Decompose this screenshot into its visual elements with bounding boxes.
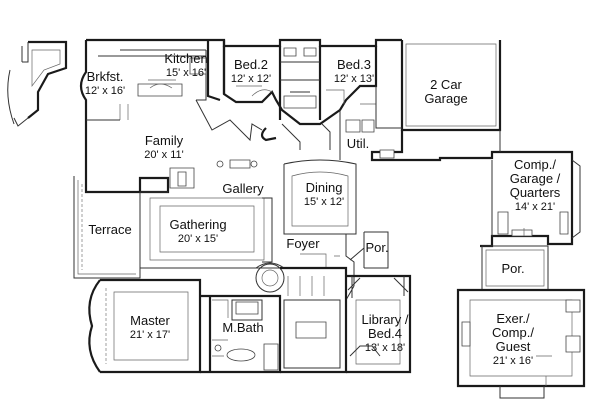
room-dining: Dining 15' x 12' <box>304 181 344 209</box>
detached-pavilion <box>7 40 68 127</box>
room-library: Library / Bed.4 13' x 18' <box>350 313 420 355</box>
room-size: 20' x 15' <box>177 233 219 245</box>
room-name: Exer./ Comp./ Guest <box>492 311 534 354</box>
room-guest: Exer./ Comp./ Guest 21' x 16' <box>476 312 550 368</box>
gathering-interior <box>139 191 300 269</box>
room-name: Por. <box>501 261 525 276</box>
bedrooms-wing <box>222 46 378 150</box>
room-name: Brkfst. <box>86 69 124 84</box>
room-name: Gathering <box>169 217 227 232</box>
room-name: Family <box>144 133 184 148</box>
room-name: Comp./ Garage / Quarters <box>509 157 561 200</box>
utility-area <box>339 86 402 160</box>
dining-interior <box>283 159 357 235</box>
room-name: Master <box>130 313 170 328</box>
room-kitchen: Kitchen 15' x 16' <box>164 52 207 80</box>
room-gallery: Gallery <box>222 182 263 196</box>
room-name: M.Bath <box>222 320 264 335</box>
room-size: 12' x 12' <box>230 73 272 85</box>
room-bed3: Bed.3 12' x 13' <box>334 58 374 86</box>
room-name: Bed.2 <box>234 57 268 72</box>
room-family: Family 20' x 11' <box>144 134 183 162</box>
room-size: 12' x 13' <box>333 73 375 85</box>
room-porch-guest: Por. <box>501 262 524 276</box>
room-name: Foyer <box>286 236 320 251</box>
room-name: Util. <box>346 136 370 151</box>
guest-wing <box>456 245 586 399</box>
library-interior <box>346 274 412 374</box>
room-name: Terrace <box>88 222 132 237</box>
family-interior <box>86 99 263 189</box>
room-size: 12' x 16' <box>84 85 126 97</box>
room-gathering: Gathering 20' x 15' <box>169 218 226 246</box>
master-wing <box>88 278 202 374</box>
room-name: Kitchen <box>164 51 208 66</box>
room-size: 15' x 16' <box>165 67 207 79</box>
room-size: 15' x 12' <box>303 196 345 208</box>
room-size: 21' x 17' <box>129 329 171 341</box>
room-size: 21' x 16' <box>492 355 534 367</box>
room-bed2: Bed.2 12' x 12' <box>231 58 271 86</box>
room-foyer: Foyer <box>286 237 319 251</box>
room-master: Master 21' x 17' <box>130 314 170 342</box>
room-name: Gallery <box>222 181 264 196</box>
center-core <box>280 266 348 374</box>
room-garage: 2 Car Garage <box>416 78 476 106</box>
room-size: 20' x 11' <box>144 149 184 161</box>
room-master-bath: M.Bath <box>222 321 263 335</box>
room-size: 14' x 21' <box>514 201 556 213</box>
room-util: Util. <box>347 137 369 151</box>
room-quarters: Comp./ Garage / Quarters 14' x 21' <box>500 158 570 214</box>
exterior-walls <box>79 38 581 248</box>
room-size: 13' x 18' <box>364 342 406 354</box>
room-terrace: Terrace <box>88 223 131 237</box>
room-name: 2 Car Garage <box>424 77 468 106</box>
foyer-interior <box>255 231 389 301</box>
room-brkfst: Brkfst. 12' x 16' <box>85 70 125 98</box>
room-name: Dining <box>305 180 343 195</box>
room-name: Por. <box>365 240 389 255</box>
kitchen-interior <box>98 49 207 120</box>
room-name: Bed.3 <box>337 57 371 72</box>
quarters-interior <box>491 130 569 237</box>
room-porch-front: Por. <box>365 241 388 255</box>
room-name: Library / Bed.4 <box>361 312 409 341</box>
master-bath <box>200 294 282 374</box>
